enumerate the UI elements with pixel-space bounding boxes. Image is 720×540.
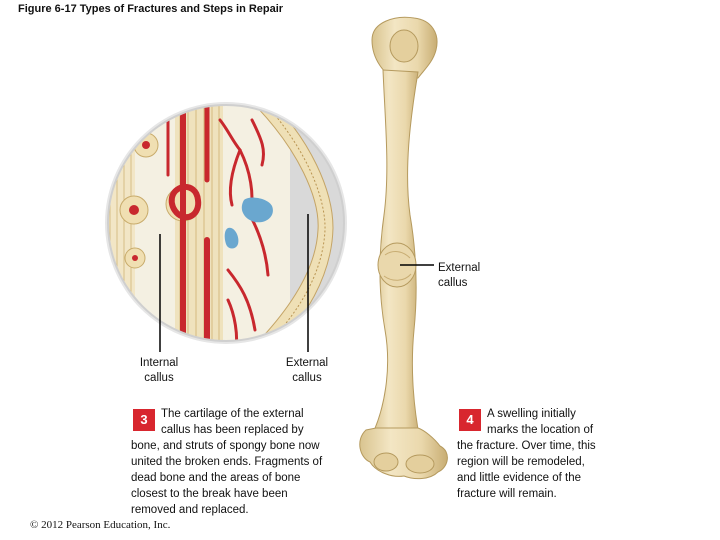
step-4-text: A swelling initially marks the location … (457, 406, 627, 502)
humerus-bone (359, 16, 448, 480)
step-3-line-5: dead bone and the areas of bone (131, 472, 301, 484)
internal-callus-label-line1: Internal (139, 357, 179, 369)
step-4-line-3: the fracture. Over time, this (457, 440, 596, 452)
step-4-line-2: marks the location of (487, 424, 594, 436)
external-callus-circle-label-line2: callus (292, 372, 322, 384)
figure-title: Figure 6-17 Types of Fractures and Steps… (18, 3, 284, 15)
step-3-line-2: callus has been replaced by (161, 424, 304, 436)
step-3-text: The cartilage of the external callus has… (131, 406, 356, 518)
step-3-line-4: united the broken ends. Fragments of (131, 456, 323, 468)
step-4-badge: 4 (459, 409, 481, 431)
copyright-notice: © 2012 Pearson Education, Inc. (30, 519, 171, 531)
step-3-line-7: removed and replaced. (131, 504, 249, 516)
step-3-line-6: closest to the break have been (131, 488, 288, 500)
internal-callus-label-line2: callus (144, 372, 174, 384)
step-3-line-1: The cartilage of the external (161, 408, 304, 420)
internal-callus-label: Internal callus (128, 356, 190, 386)
external-callus-bone-label: External callus (438, 261, 480, 291)
external-callus-circle-label-line1: External (285, 357, 329, 369)
step-4-line-1: A swelling initially (487, 408, 576, 420)
step-3-badge: 3 (133, 409, 155, 431)
step-4-line-4: region will be remodeled, (457, 456, 585, 468)
step-3-line-3: bone, and struts of spongy bone now (131, 440, 320, 452)
step-4-line-5: and little evidence of the (457, 472, 582, 484)
external-callus-bone-label-line1: External (438, 262, 481, 274)
external-callus-circle-label: External callus (272, 356, 342, 386)
magnified-callus-view (105, 102, 347, 344)
step-4-line-6: fracture will remain. (457, 488, 557, 500)
external-callus-bone-label-line2: callus (438, 277, 468, 289)
